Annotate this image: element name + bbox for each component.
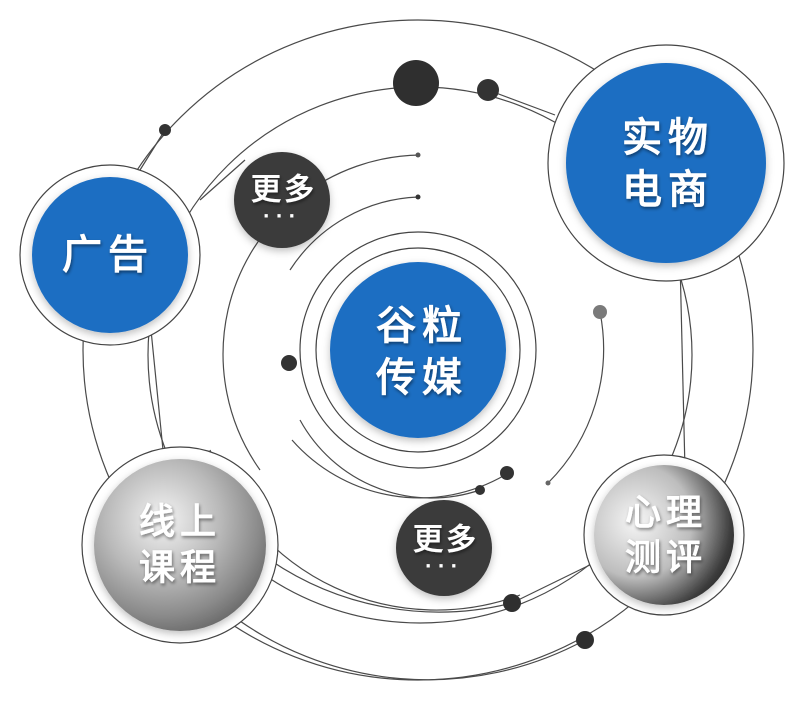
center-circle [330, 262, 506, 438]
orbit-dot [500, 466, 514, 480]
ads-label: 广告 [62, 232, 154, 278]
orbit-dot [477, 79, 499, 101]
node-more-bottom[interactable]: 更多 ··· [396, 500, 492, 596]
orbit-dot [545, 480, 551, 486]
orbit-dot [159, 124, 171, 136]
more-bottom-circle [396, 500, 492, 596]
psych-label-line1: 心理 [625, 493, 707, 534]
connector-ecom-left [487, 89, 556, 116]
node-ads[interactable]: 广告 [19, 164, 201, 346]
more-top-label: 更多 [251, 173, 317, 208]
orbit-arc-inner-left [289, 196, 419, 271]
courses-label-line1: 线上 [139, 502, 221, 543]
ecommerce-label-line2: 电商 [622, 167, 714, 213]
more-bottom-label: 更多 [413, 523, 479, 558]
orbit-arc-right [547, 311, 605, 484]
center-node[interactable]: 谷粒 传媒 [299, 231, 537, 469]
center-label-line2: 传媒 [375, 355, 468, 401]
connector-psych-bottom [511, 559, 601, 604]
node-psych[interactable]: 心理 测评 [583, 454, 745, 616]
orbit-dot [475, 485, 485, 495]
connector-ads-top [139, 129, 166, 171]
courses-image [94, 459, 266, 631]
orbit-dot [576, 631, 594, 649]
orbit-arc-top [222, 154, 421, 471]
center-ring-inner [315, 247, 521, 453]
more-top-dots: ··· [263, 206, 302, 227]
orbit-dot [281, 355, 297, 371]
orbit-dot-large [393, 60, 439, 106]
more-bottom-dots: ··· [425, 556, 464, 577]
ads-circle [32, 177, 188, 333]
more-top-circle [234, 152, 330, 248]
orbit-dot [415, 152, 421, 158]
psych-label-line2: 测评 [625, 538, 707, 579]
connector-ads-bottom [149, 319, 166, 471]
center-ring-outer [299, 231, 537, 469]
node-ecommerce[interactable]: 实物 电商 [547, 44, 785, 282]
orbit-dot [503, 594, 521, 612]
courses-label-line2: 课程 [139, 548, 221, 589]
node-courses[interactable]: 线上 课程 [81, 446, 279, 644]
orbit-dot [593, 305, 607, 319]
center-label-line1: 谷粒 [376, 303, 468, 349]
connector-courses-right [269, 559, 513, 613]
psych-image [594, 465, 734, 605]
connector-ads-right [199, 159, 246, 201]
orbit-arc-center-2 [299, 419, 481, 499]
ecommerce-label-line1: 实物 [622, 115, 714, 161]
orbit-dots [159, 60, 607, 649]
orbit-arc-center-1 [291, 439, 506, 499]
ecommerce-circle [566, 63, 766, 263]
connector-ecom-bottom [679, 259, 686, 471]
orbit-dot [415, 194, 421, 200]
node-more-top[interactable]: 更多 ··· [234, 152, 330, 248]
connector-courses-bottom [224, 609, 586, 681]
